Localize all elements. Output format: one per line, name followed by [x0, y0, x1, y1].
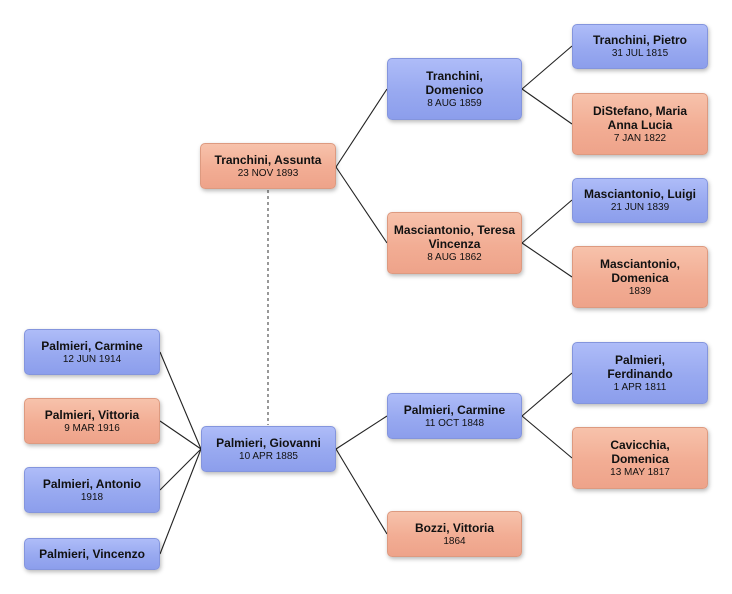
person-date: 7 JAN 1822	[613, 132, 667, 144]
person-name: Palmieri, Carmine	[41, 338, 143, 353]
person-name: Palmieri, Carmine	[403, 402, 506, 417]
connector-teresa-domenica	[521, 242, 573, 278]
person-date: 8 AUG 1859	[427, 97, 482, 109]
person-palmieri-vittoria[interactable]: Palmieri, Vittoria 9 MAR 1916	[24, 398, 160, 444]
person-date: 9 MAR 1916	[64, 422, 120, 434]
person-date: 23 NOV 1893	[237, 167, 299, 179]
person-name: Palmieri, Ferdinando	[607, 352, 673, 381]
person-name: Palmieri, Antonio	[42, 476, 142, 491]
connector-child-antonio	[159, 448, 202, 491]
connector-carmine-cavicchia	[521, 415, 573, 459]
person-distefano-maria[interactable]: DiStefano, Maria Anna Lucia 7 JAN 1822	[572, 93, 708, 155]
person-name: Masciantonio, Domenica	[599, 256, 680, 285]
person-date: 1839	[628, 285, 652, 297]
person-cavicchia-domenica[interactable]: Cavicchia, Domenica 13 MAY 1817	[572, 427, 708, 489]
person-name: Palmieri, Vittoria	[44, 407, 140, 422]
person-masciantonio-teresa[interactable]: Masciantonio, Teresa Vincenza 8 AUG 1862	[387, 212, 522, 274]
person-date: 12 JUN 1914	[62, 353, 122, 365]
connector-carmine-ferdinando	[521, 372, 573, 417]
person-name: DiStefano, Maria Anna Lucia	[592, 103, 688, 132]
person-date: 21 JUN 1839	[610, 202, 670, 213]
person-palmieri-vincenzo[interactable]: Palmieri, Vincenzo	[24, 538, 160, 570]
person-date: 8 AUG 1862	[427, 251, 482, 263]
person-masciantonio-domenica[interactable]: Masciantonio, Domenica 1839	[572, 246, 708, 308]
person-name: Cavicchia, Domenica	[610, 437, 670, 466]
person-name: Palmieri, Vincenzo	[39, 547, 145, 561]
connector-giovanni-bozzi	[335, 448, 388, 535]
person-date: 10 APR 1885	[239, 450, 298, 462]
person-masciantonio-luigi[interactable]: Masciantonio, Luigi 21 JUN 1839	[572, 178, 708, 223]
person-palmieri-carmine-child[interactable]: Palmieri, Carmine 12 JUN 1914	[24, 329, 160, 375]
connector-domenico-maria	[521, 88, 573, 125]
connector-child-vittoria	[159, 420, 202, 450]
connector-assunta-domenico	[335, 88, 388, 168]
person-palmieri-carmine-father[interactable]: Palmieri, Carmine 11 OCT 1848	[387, 393, 522, 439]
person-palmieri-antonio[interactable]: Palmieri, Antonio 1918	[24, 467, 160, 513]
person-name: Tranchini, Pietro	[592, 33, 688, 47]
connector-child-vincenzo	[159, 448, 202, 555]
connector-giovanni-carmine	[335, 415, 388, 450]
person-palmieri-ferdinando[interactable]: Palmieri, Ferdinando 1 APR 1811	[572, 342, 708, 404]
person-bozzi-vittoria[interactable]: Bozzi, Vittoria 1864	[387, 511, 522, 557]
connector-teresa-luigi	[521, 199, 573, 244]
connector-domenico-pietro	[521, 45, 573, 90]
person-name: Palmieri, Giovanni	[216, 435, 321, 450]
connector-child-carmine	[159, 351, 202, 450]
person-name: Masciantonio, Teresa Vincenza	[393, 222, 516, 251]
person-palmieri-giovanni[interactable]: Palmieri, Giovanni 10 APR 1885	[201, 426, 336, 472]
person-tranchini-assunta[interactable]: Tranchini, Assunta 23 NOV 1893	[200, 143, 336, 189]
person-name: Masciantonio, Luigi	[583, 187, 696, 201]
person-date: 31 JUL 1815	[611, 48, 669, 59]
person-name: Bozzi, Vittoria	[414, 520, 495, 535]
person-date: 1 APR 1811	[613, 381, 667, 393]
person-tranchini-domenico[interactable]: Tranchini, Domenico 8 AUG 1859	[387, 58, 522, 120]
person-date: 11 OCT 1848	[424, 417, 485, 429]
person-name: Tranchini, Domenico	[425, 68, 484, 97]
person-tranchini-pietro[interactable]: Tranchini, Pietro 31 JUL 1815	[572, 24, 708, 69]
person-date: 1918	[80, 491, 104, 503]
person-date: 1864	[443, 535, 466, 547]
person-name: Tranchini, Assunta	[214, 152, 322, 167]
person-date: 13 MAY 1817	[610, 466, 670, 478]
connector-assunta-teresa	[335, 166, 388, 244]
